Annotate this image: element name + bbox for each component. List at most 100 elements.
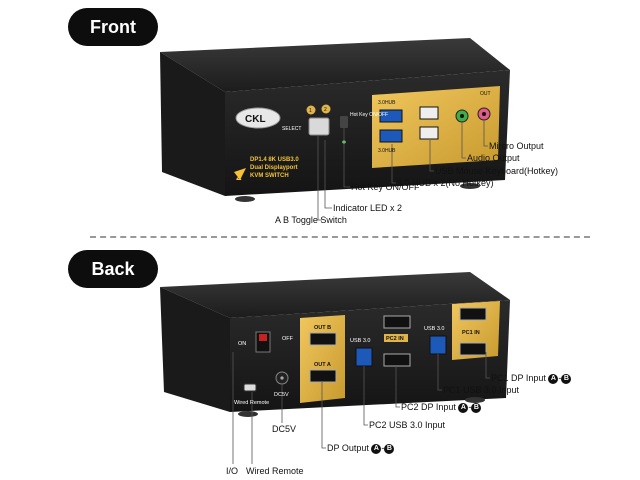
pc2-dp-port-a bbox=[383, 353, 411, 367]
pc2-in-label: PC2 IN bbox=[386, 336, 404, 342]
callout-pc2-usb: PC2 USB 3.0 Input bbox=[369, 420, 445, 431]
callout-line-dp-out bbox=[321, 382, 326, 449]
callout-line-audio bbox=[461, 122, 466, 159]
front-label-pill: Front bbox=[68, 8, 158, 46]
callout-usb-hub-text: 3.0 HUB x 2(No Hotkey) bbox=[397, 178, 494, 188]
ckl-logo-oval bbox=[235, 107, 281, 129]
model-line3: KVM SWITCH bbox=[250, 173, 289, 179]
select-button-shape bbox=[308, 117, 330, 136]
usb-hub-bottom-label: 3.0HUB bbox=[378, 148, 396, 154]
back-foot-left bbox=[238, 411, 258, 417]
usb-hub-port-bottom bbox=[379, 129, 403, 143]
badge-b-icon-3: B bbox=[384, 443, 395, 454]
port2-indicator bbox=[321, 104, 331, 114]
section-divider bbox=[90, 236, 590, 238]
callout-line-usb-mouse bbox=[429, 140, 434, 172]
pc2-dp-port-b bbox=[383, 315, 411, 329]
back-label-pill: Back bbox=[68, 250, 158, 288]
callout-pc1-usb: PC1 USB 3.0 Input bbox=[443, 385, 519, 396]
callout-dp-out: DP Output A-B bbox=[327, 443, 395, 454]
audio-jack-hole bbox=[460, 114, 464, 118]
front-left-side bbox=[160, 52, 225, 196]
callout-line-mic bbox=[483, 120, 488, 147]
pc1-dp-port-a bbox=[459, 342, 487, 356]
callout-pc2-dp-text: PC2 DP Input bbox=[401, 402, 456, 412]
callout-pc1-usb-text: PC1 USB 3.0 Input bbox=[443, 385, 520, 395]
callout-line-pc2-usb bbox=[363, 366, 368, 426]
front-foot-left bbox=[235, 196, 255, 202]
callout-usb-mouse-text: USB Mouse Keyboard(Hotkey) bbox=[435, 166, 559, 176]
port-num-2: 2 bbox=[324, 107, 327, 113]
callout-pc2-dp: PC2 DP Input A-B bbox=[401, 402, 482, 413]
callout-pc1-dp-text: PC1 DP Input bbox=[491, 373, 546, 383]
front-top-surface bbox=[160, 38, 510, 92]
dc-device-label: DC5V bbox=[274, 392, 289, 398]
callout-dp-out-text: DP Output bbox=[327, 443, 369, 453]
badge-a-icon-3: A bbox=[371, 443, 382, 454]
callout-mic: Mircro Output bbox=[489, 141, 544, 152]
model-line1: DP1.4 8K USB3.0 bbox=[250, 157, 299, 163]
callout-line-pc1-usb bbox=[437, 354, 442, 391]
model-line2: Dual Displayport bbox=[250, 165, 298, 171]
callout-line-led bbox=[324, 140, 332, 209]
out-a-label: OUT A bbox=[314, 362, 331, 368]
dp-out-a-port bbox=[309, 369, 337, 383]
front-label: Front bbox=[90, 16, 136, 37]
callout-dc5v-text: DC5V bbox=[272, 424, 297, 434]
off-label: OFF bbox=[282, 336, 294, 342]
callout-pc2-usb-text: PC2 USB 3.0 Input bbox=[369, 420, 446, 430]
callout-usb-mouse: USB Mouse Keyboard(Hotkey) bbox=[435, 166, 558, 177]
callout-line-pc2-dp bbox=[395, 366, 400, 408]
callout-dc5v: DC5V bbox=[272, 424, 296, 435]
callout-toggle: A B Toggle Switch bbox=[275, 215, 347, 226]
pc1-in-label: PC1 IN bbox=[462, 330, 480, 336]
mic-jack-hole bbox=[482, 112, 486, 116]
callout-line-pc1-dp bbox=[485, 352, 490, 379]
pc1-usb-port bbox=[429, 335, 447, 355]
callout-toggle-text: A B Toggle Switch bbox=[275, 215, 347, 225]
port-num-1: 1 bbox=[309, 108, 312, 114]
badge-b-icon: B bbox=[561, 373, 572, 384]
callout-hotkey: Hot Key ON/OFF bbox=[351, 182, 420, 193]
model-emblem bbox=[234, 168, 246, 180]
callout-line-usb-hub bbox=[391, 144, 396, 184]
callout-io-text: I/O bbox=[226, 466, 239, 476]
select-label: SELECT bbox=[282, 126, 301, 132]
callout-wired-remote-text: Wired Remote bbox=[246, 466, 304, 476]
on-label: ON bbox=[238, 341, 246, 347]
dp-out-b-port bbox=[309, 332, 337, 346]
pc2-usb-port bbox=[355, 347, 373, 367]
callout-hotkey-text: Hot Key ON/OFF bbox=[351, 182, 420, 192]
wired-remote-device-label: Wired Remote bbox=[234, 400, 269, 406]
callout-audio: Audio Output bbox=[467, 153, 520, 164]
badge-b-icon-2: B bbox=[471, 402, 482, 413]
usb3-pc2-label: USB 3.0 bbox=[350, 338, 370, 344]
badge-a-icon: A bbox=[548, 373, 559, 384]
usb3-pc1-label: USB 3.0 bbox=[424, 326, 444, 332]
front-foot-right bbox=[460, 183, 480, 189]
callout-audio-text: Audio Output bbox=[467, 153, 520, 163]
callout-pc1-dp: PC1 DP Input A-B bbox=[491, 373, 572, 384]
badge-a-icon-2: A bbox=[458, 402, 469, 413]
callout-line-hotkey bbox=[343, 128, 350, 188]
usb-mouse-port-top bbox=[419, 106, 439, 120]
callout-led-text: Indicator LED x 2 bbox=[333, 203, 403, 213]
usb-hub-top-label: 3.0HUB bbox=[378, 100, 396, 106]
callout-io: I/O bbox=[226, 466, 238, 477]
callout-usb-hub: 3.0 HUB x 2(No Hotkey) bbox=[397, 178, 494, 189]
back-left-side bbox=[160, 287, 230, 412]
dc-port-pin bbox=[280, 376, 284, 380]
power-switch-rocker bbox=[259, 334, 267, 341]
brand-logo-text: CKL bbox=[245, 114, 266, 125]
back-label: Back bbox=[91, 258, 135, 279]
callout-wired-remote: Wired Remote bbox=[246, 466, 304, 477]
port1-indicator bbox=[306, 105, 316, 115]
hotkey-device-label: Hot Key ON/OFF bbox=[350, 112, 388, 118]
wired-remote-port-shape bbox=[243, 383, 257, 392]
callout-line-toggle bbox=[317, 135, 322, 221]
back-top-surface bbox=[160, 272, 510, 318]
port-badge: 2 bbox=[236, 172, 242, 183]
callout-mic-text: Mircro Output bbox=[489, 141, 544, 151]
usb-hub-port-top bbox=[379, 109, 403, 123]
